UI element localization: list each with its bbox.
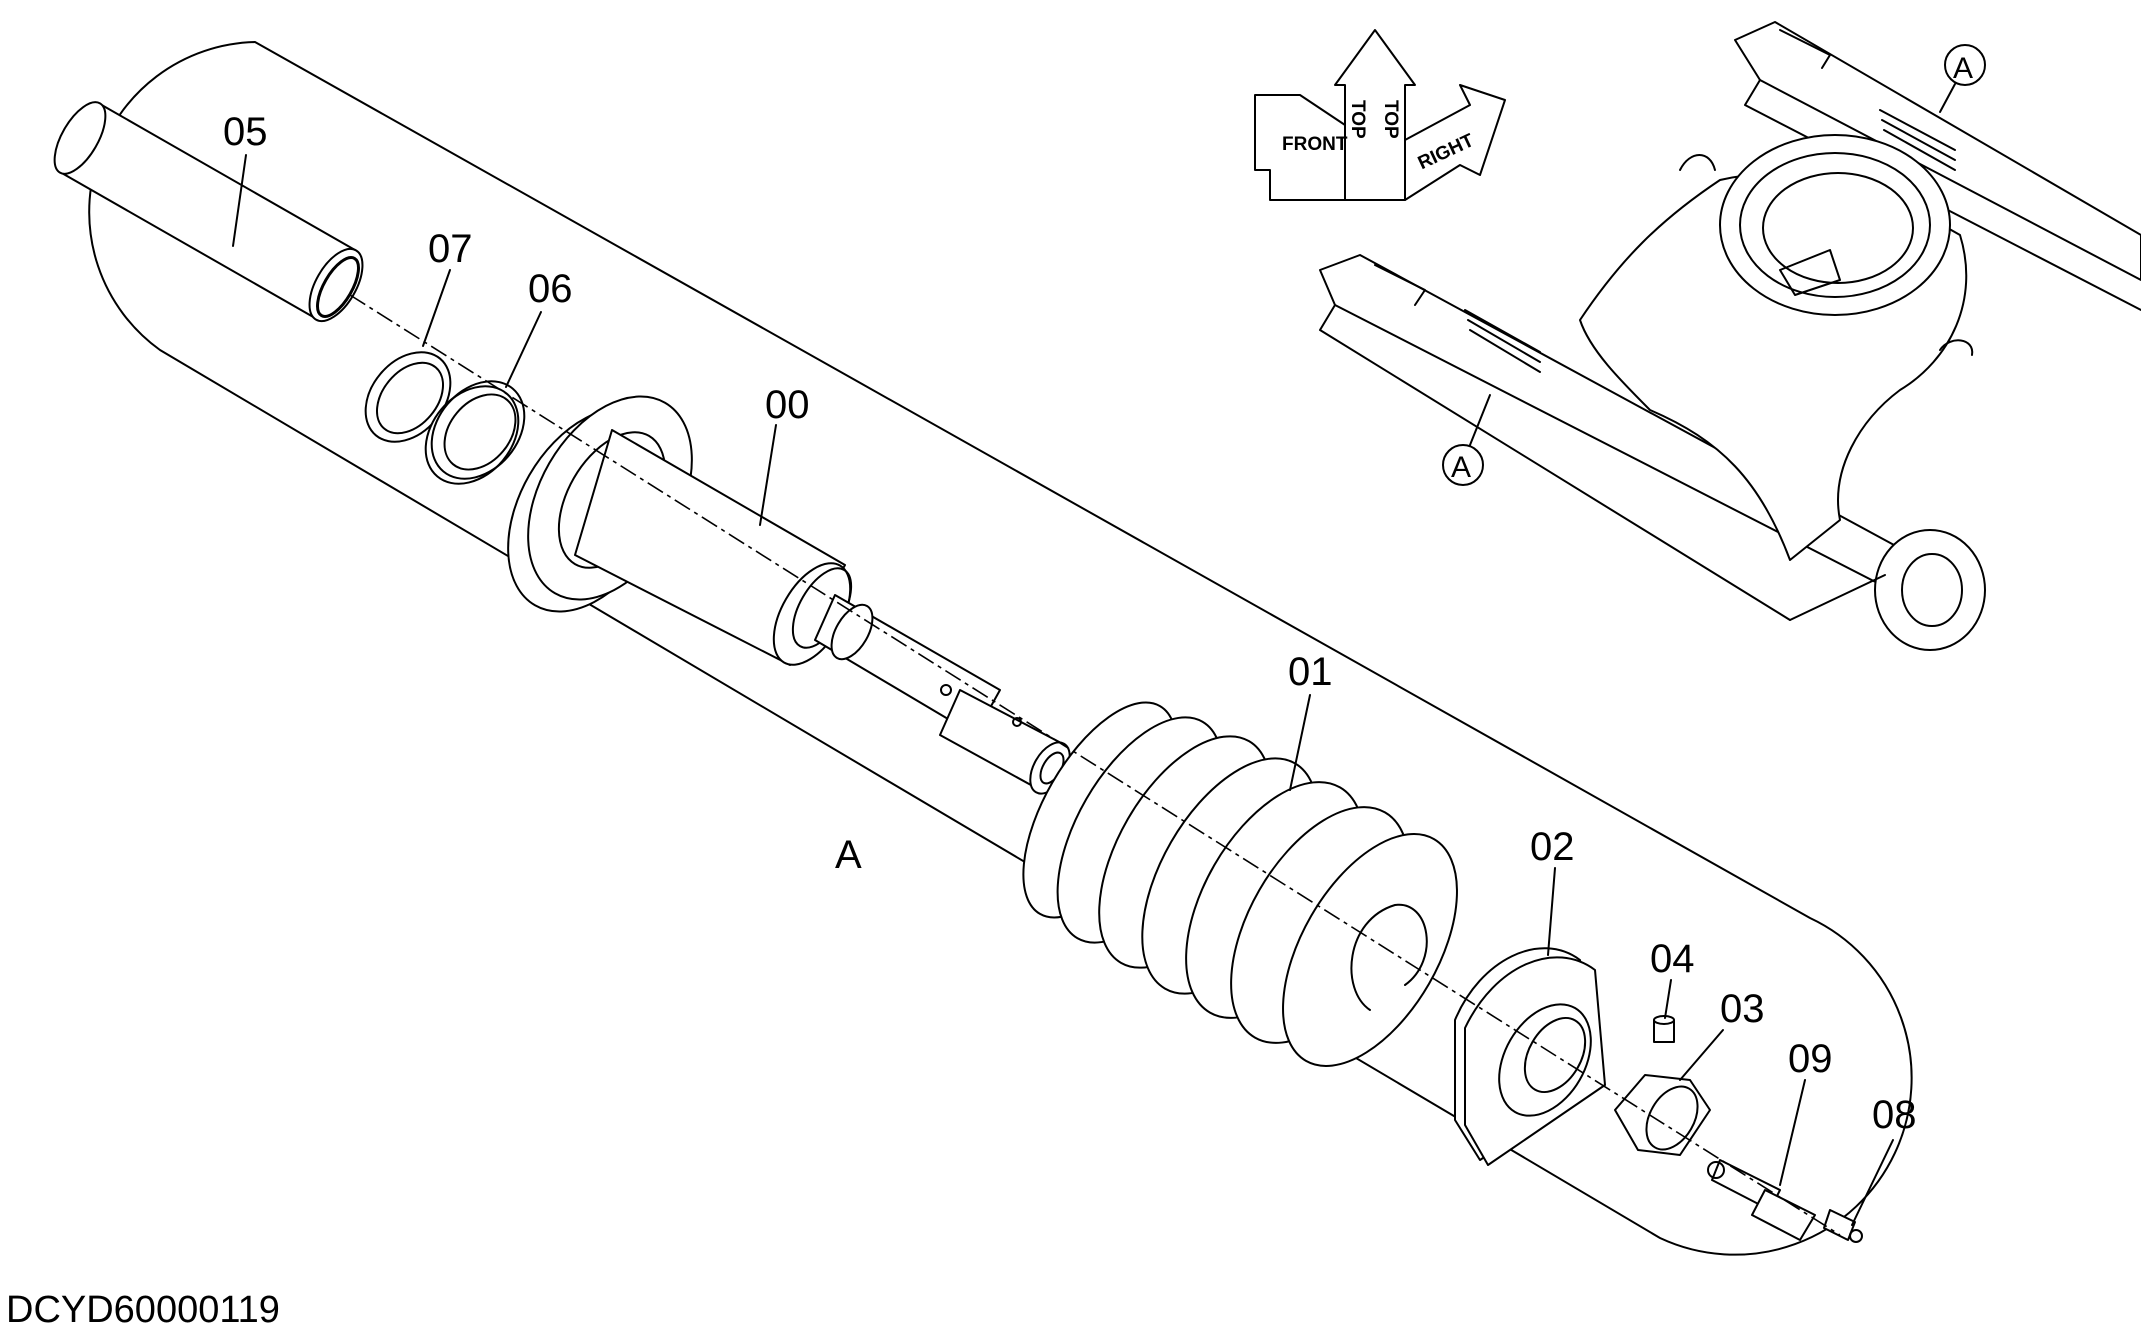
top-label-1: TOP xyxy=(1347,100,1368,139)
part-08-nipple xyxy=(1823,1209,1863,1243)
detail-a-enclosure xyxy=(88,41,1913,1256)
leader-lines xyxy=(232,154,1894,1236)
undercarriage-overview: A A xyxy=(1319,21,2141,651)
part-02-bracket xyxy=(1454,947,1606,1166)
label-02: 02 xyxy=(1530,825,1575,869)
label-03: 03 xyxy=(1720,987,1765,1031)
part-07-ring xyxy=(364,351,452,443)
diagram-id: DCYD60000119 xyxy=(6,1289,280,1331)
part-labels: 05 07 06 00 01 02 04 03 09 08 A xyxy=(223,110,1917,1137)
label-08: 08 xyxy=(1872,1093,1917,1137)
label-04: 04 xyxy=(1650,937,1695,981)
front-label: FRONT xyxy=(1282,134,1348,155)
part-05-tube xyxy=(53,101,364,323)
label-01: 01 xyxy=(1288,650,1333,694)
label-detail-a: A xyxy=(835,833,862,877)
part-01-spring xyxy=(1022,701,1458,1067)
part-09-valve xyxy=(1707,1159,1816,1241)
part-03-nut xyxy=(1614,1074,1711,1156)
overview-a-lower: A xyxy=(1451,451,1471,484)
label-07: 07 xyxy=(428,227,473,271)
label-05: 05 xyxy=(223,110,268,154)
label-00: 00 xyxy=(765,383,810,427)
part-04-plug xyxy=(1653,1015,1675,1043)
overview-a-upper: A xyxy=(1953,52,1973,85)
part-00-cylinder xyxy=(507,395,1071,795)
label-06: 06 xyxy=(528,267,573,311)
top-label-2: TOP xyxy=(1380,100,1401,139)
label-09: 09 xyxy=(1788,1037,1833,1081)
orientation-indicator: FRONT TOP TOP RIGHT xyxy=(1254,29,1506,201)
